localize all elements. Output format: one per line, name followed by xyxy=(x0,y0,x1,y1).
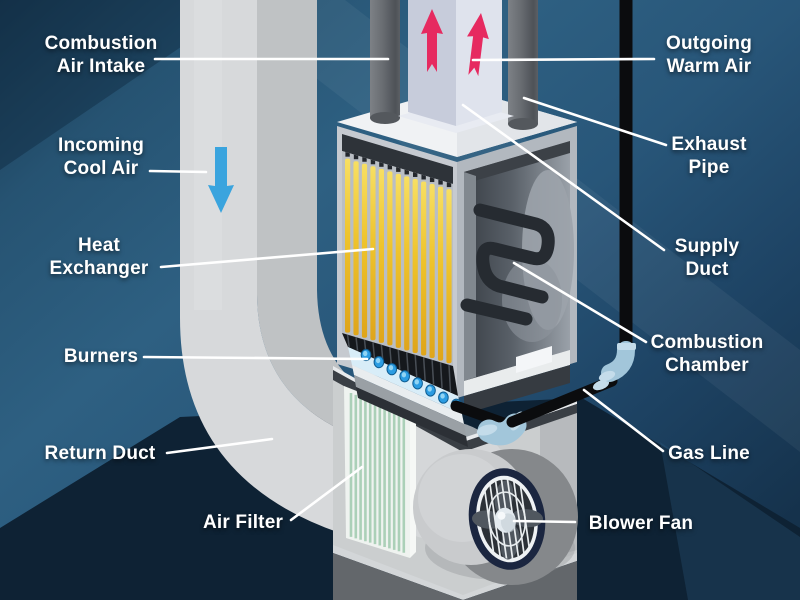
label-exhaust-pipe: Exhaust Pipe xyxy=(671,134,747,179)
heat-exchanger xyxy=(337,126,457,400)
air-filter xyxy=(344,386,416,558)
label-heat-exchanger: Heat Exchanger xyxy=(49,235,149,280)
label-air-filter: Air Filter xyxy=(202,512,284,533)
heat-exchanger-serpentine-tube xyxy=(473,203,555,304)
combustion-chamber xyxy=(457,126,577,398)
leader-return-duct xyxy=(165,437,274,455)
fan-hub xyxy=(494,507,517,533)
leader-incoming-cool-air xyxy=(148,169,208,174)
label-blower-fan: Blower Fan xyxy=(588,513,694,534)
leader-outgoing-warm-air xyxy=(471,57,656,62)
label-supply-duct: Supply Duct xyxy=(674,236,740,281)
label-combustion-chamber: Combustion Chamber xyxy=(650,332,764,377)
leader-gas-line xyxy=(582,388,665,453)
leader-supply-duct xyxy=(461,103,666,252)
leader-lines xyxy=(142,57,668,524)
burner-shelf xyxy=(464,346,570,414)
combustion-air-intake-pipe xyxy=(370,0,400,124)
label-return-duct: Return Duct xyxy=(44,443,156,464)
blower-fan xyxy=(468,468,546,570)
label-outgoing-warm-air: Outgoing Warm Air xyxy=(665,33,752,78)
up-arrow-icon xyxy=(421,9,443,72)
label-burners: Burners xyxy=(63,346,139,367)
label-combustion-air-intake: Combustion Air Intake xyxy=(44,33,158,78)
down-arrow-icon xyxy=(208,147,234,213)
burners xyxy=(342,333,468,447)
exhaust-pipe xyxy=(508,0,538,130)
furnace-top xyxy=(337,0,577,157)
leader-exhaust-pipe xyxy=(522,96,668,147)
label-incoming-cool-air: Incoming Cool Air xyxy=(57,135,145,180)
leader-burners xyxy=(142,355,369,361)
leader-heat-exchanger xyxy=(159,247,375,269)
leader-air-filter xyxy=(289,465,364,522)
supply-duct-column xyxy=(408,0,502,126)
leader-combustion-chamber xyxy=(512,261,648,344)
floor-light-wedge xyxy=(660,442,800,600)
leader-blower-fan xyxy=(512,519,577,524)
label-gas-line: Gas Line xyxy=(668,443,750,464)
